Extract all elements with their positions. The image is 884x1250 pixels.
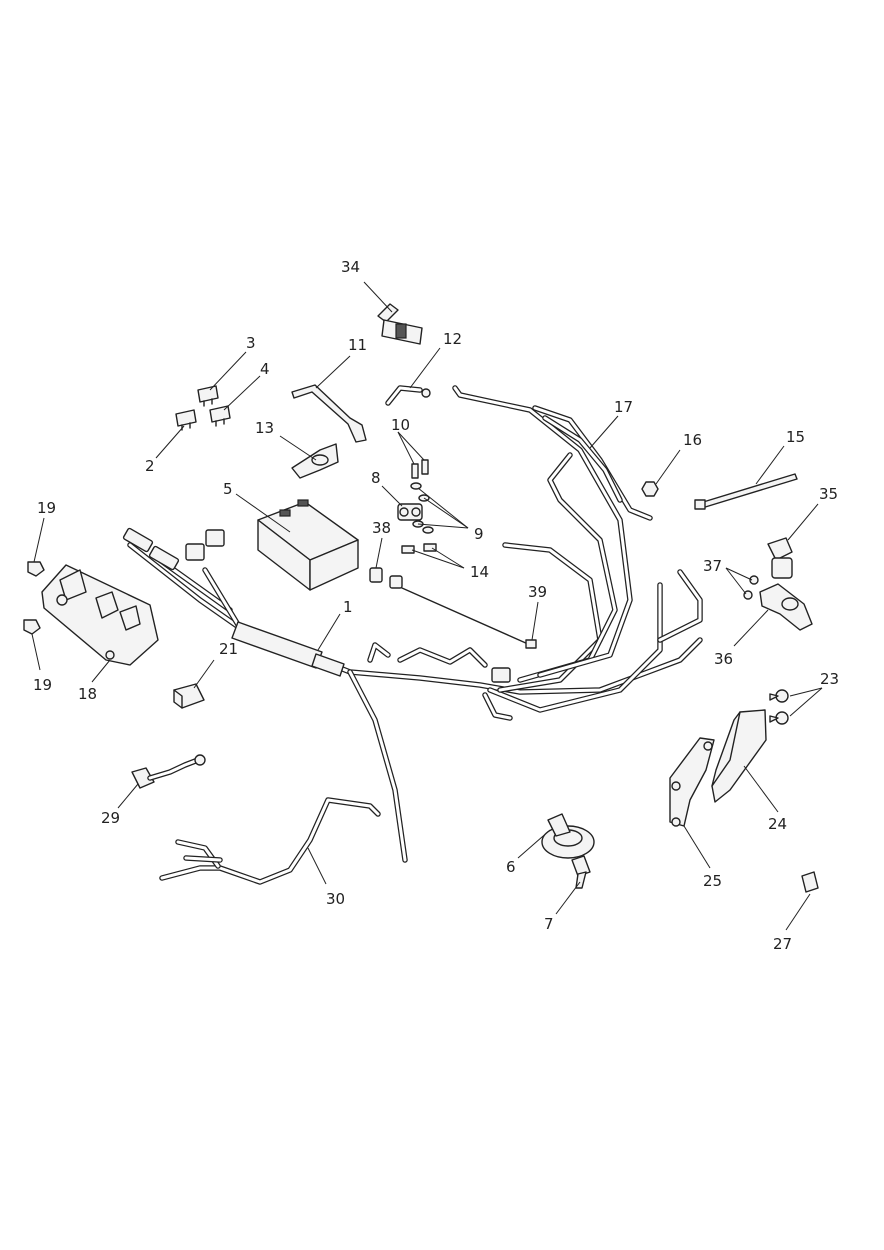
small-relay	[369, 567, 383, 583]
fuse-4	[209, 405, 231, 427]
callout-19b: 19	[33, 676, 52, 694]
plastic-rivets	[769, 689, 789, 725]
callout-8: 8	[371, 469, 381, 487]
callout-19a: 19	[37, 499, 56, 517]
small-connectors	[401, 543, 437, 554]
callout-10: 10	[391, 416, 410, 434]
sensor	[131, 754, 206, 789]
callout-9: 9	[474, 525, 484, 543]
callout-37: 37	[703, 557, 722, 575]
callout-12: 12	[443, 330, 462, 348]
callout-34: 34	[341, 258, 360, 276]
starter-relay	[397, 503, 423, 521]
main-fuse	[377, 303, 423, 345]
callout-17: 17	[614, 398, 633, 416]
callout-36: 36	[714, 650, 733, 668]
cable-tie	[694, 473, 798, 510]
secondary-harness	[159, 797, 381, 885]
callout-15: 15	[786, 428, 805, 446]
callout-5: 5	[223, 480, 233, 498]
callout-21: 21	[219, 640, 238, 658]
ignition-switch	[767, 537, 793, 579]
battery	[257, 499, 359, 591]
callout-3: 3	[246, 334, 256, 352]
callout-14: 14	[470, 563, 489, 581]
mounting-bracket	[669, 737, 715, 827]
callout-23: 23	[820, 670, 839, 688]
callout-2: 2	[145, 457, 155, 475]
callout-labels: 1 2 3 4 5 6 7 8 9 10 11 12 13 14 15 16 1…	[33, 258, 839, 953]
callout-1: 1	[343, 598, 353, 616]
callout-39: 39	[528, 583, 547, 601]
clip-lower	[23, 619, 41, 635]
fuse-2	[175, 409, 197, 431]
callout-16: 16	[683, 431, 702, 449]
callout-7: 7	[544, 915, 554, 933]
sub-harness	[532, 405, 653, 521]
fuse-box-tray	[41, 564, 159, 666]
horn-bolt	[571, 855, 591, 889]
callout-25: 25	[703, 872, 722, 890]
callout-4: 4	[260, 360, 270, 378]
callout-30: 30	[326, 890, 345, 908]
fuse-tag	[801, 871, 819, 893]
callout-35: 35	[819, 485, 838, 503]
earth-lead	[389, 575, 537, 649]
terminal-cover	[291, 443, 339, 479]
callout-6: 6	[506, 858, 516, 876]
relay-block	[173, 683, 205, 709]
horn	[541, 813, 595, 859]
callout-38: 38	[372, 519, 391, 537]
callout-18: 18	[78, 685, 97, 703]
switch-housing	[759, 583, 813, 631]
main-wiring-harness	[122, 385, 703, 863]
side-cover	[711, 709, 767, 803]
callout-27: 27	[773, 935, 792, 953]
switch-screws	[743, 575, 759, 600]
callout-11: 11	[348, 336, 367, 354]
nut	[641, 481, 659, 497]
leader-lines	[31, 281, 823, 931]
callout-24: 24	[768, 815, 787, 833]
fuse-3	[197, 385, 219, 407]
callout-13: 13	[255, 419, 274, 437]
battery-strap	[291, 384, 367, 443]
callout-29: 29	[101, 809, 120, 827]
relay-screws	[411, 459, 429, 479]
clip-upper	[27, 561, 45, 577]
battery-lead	[385, 385, 431, 406]
